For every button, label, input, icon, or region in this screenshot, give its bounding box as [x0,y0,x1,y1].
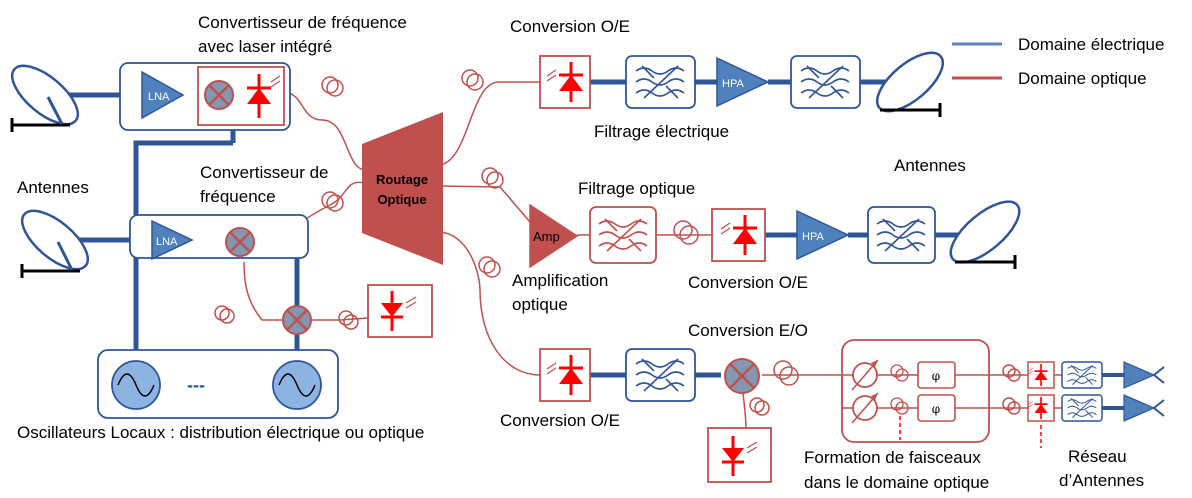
label-amplification-2: optique [512,295,568,314]
bottom-oe-converter [539,348,591,402]
labels: Convertisseur de fréquence avec laser in… [17,13,1144,492]
label-conversion-eo: Conversion E/O [688,321,808,340]
oscillator-dots: --- [187,375,205,395]
frequency-converter-laser: LNA [119,62,291,131]
label-converter-2: fréquence [200,187,276,206]
laser-source-box [367,284,433,338]
mid-electrical-filter [867,206,936,264]
svg-text:LNA: LNA [148,91,170,103]
mid-hpa: HPA [796,209,850,261]
svg-text:Amp: Amp [533,229,560,244]
label-conversion-oe-bottom: Conversion O/E [500,411,620,430]
legend-optical-label: Domaine optique [1018,69,1147,88]
antenna-mid-right [949,200,1021,269]
eo-modulator [724,358,760,394]
svg-text:HPA: HPA [722,78,744,90]
antenna-top-left [10,64,80,132]
antenna-array [1026,361,1165,448]
optical-router: Routage Optique [362,112,443,265]
optical-filter [589,206,657,264]
label-antenna-array: Réseau [1068,447,1127,466]
svg-text:HPA: HPA [802,231,824,243]
label-antenna-array-2: d’Antennes [1059,471,1144,490]
label-converter-laser: Convertisseur de fréquence [198,13,407,32]
svg-text:Optique: Optique [377,192,426,207]
legend: Domaine électrique Domaine optique [952,35,1164,88]
label-beamforming: Formation de faisceaux [804,448,981,467]
optical-fibers [214,69,1062,429]
optical-amplifier: Amp [529,203,579,269]
attenuator-1 [851,359,879,391]
label-converter-laser-2: avec laser intégré [198,37,332,56]
antenna-mid-left [20,209,90,278]
top-oe-converter [539,55,591,109]
legend-electrical-label: Domaine électrique [1018,35,1164,54]
label-filtrage-electrique: Filtrage électrique [594,122,729,141]
label-filtrage-optique: Filtrage optique [578,179,695,198]
svg-text:φ: φ [932,369,940,383]
svg-text:Routage: Routage [376,172,428,187]
top-electrical-filter-1 [625,55,696,109]
label-amplification: Amplification [512,271,608,290]
attenuator-2 [851,392,879,424]
label-conversion-oe-mid: Conversion O/E [688,273,808,292]
label-beamforming-2: dans le domaine optique [804,473,989,492]
top-hpa: HPA [716,56,770,108]
antenna-top-right [875,51,945,117]
label-conversion-oe-top: Conversion O/E [510,17,630,36]
bottom-laser-source [707,427,772,483]
top-electrical-filter-2 [790,55,861,109]
electrical-lines [55,79,962,378]
label-oscillators: Oscillateurs Locaux : distribution élect… [17,423,424,442]
local-oscillators: --- [97,349,339,419]
svg-text:φ: φ [932,402,940,416]
frequency-converter: LNA [129,214,309,261]
svg-text:LNA: LNA [156,236,178,248]
mid-oe-converter [711,208,766,262]
lo-optical-mixer [282,305,312,335]
beamforming-block: φ φ [841,339,990,443]
label-antennas-right: Antennes [894,156,966,175]
label-converter: Convertisseur de [200,163,329,182]
bottom-electrical-filter [625,348,696,402]
label-antennas-left: Antennes [17,178,89,197]
